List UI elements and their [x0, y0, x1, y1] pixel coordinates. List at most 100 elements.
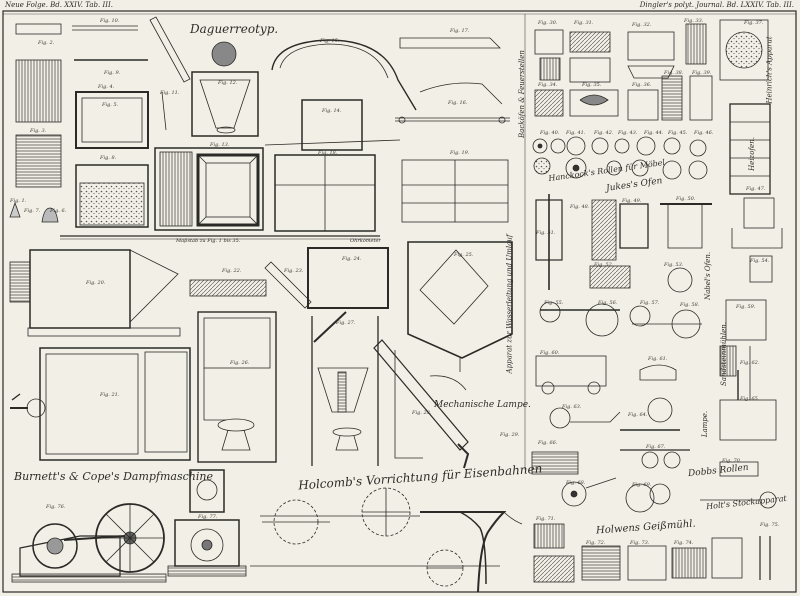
figure-label: Fig. 31.	[574, 20, 594, 26]
figure-label: Fig. 25.	[454, 252, 474, 258]
figure-label: Fig. 71.	[536, 516, 556, 522]
figure-label: Fig. 19.	[450, 150, 470, 156]
figure-label: Fig. 12.	[218, 80, 238, 86]
figure-label: Fig. 10.	[100, 18, 120, 24]
railway-figures	[250, 487, 523, 593]
figure-label: Fig. 9.	[104, 70, 121, 76]
figure-label: Fig. 13.	[210, 142, 230, 148]
figure-label: Fig. 43.	[618, 130, 638, 136]
caption-apparat-wand: Apparat zur Wasserleitung und Umlauf	[505, 234, 514, 374]
figure-label: Fig. 63.	[562, 404, 582, 410]
figure-label: Fig. 69.	[632, 482, 652, 488]
figure-label: Fig. 16.	[448, 100, 468, 106]
figure-label: Fig. 67.	[646, 444, 666, 450]
figure-label: Fig. 21.	[100, 392, 120, 398]
figure-label: Fig. 56.	[598, 300, 618, 306]
figure-label: Fig. 26.	[230, 360, 250, 366]
daguerreotype-figures	[9, 16, 380, 240]
figure-label: Fig. 49.	[622, 198, 642, 204]
figure-label: Fig. 59.	[736, 304, 756, 310]
figure-label: Fig. 46.	[694, 130, 714, 136]
figure-label: Fig. 41.	[566, 130, 586, 136]
caption-muhlen: Sandsteinmühlen.	[720, 321, 729, 387]
figure-label: Fig. 53.	[664, 262, 684, 268]
figure-label: Fig. 39.	[692, 70, 712, 76]
figure-label: Fig. 42.	[594, 130, 614, 136]
caption-daguerreotyp: Daguerreotyp.	[190, 22, 279, 36]
figure-label: Fig. 72.	[586, 540, 606, 546]
figure-label: Fig. 2.	[38, 40, 55, 46]
carriage-figures	[264, 37, 510, 232]
figure-label: Fig. 75.	[760, 522, 780, 528]
figure-label: Fig. 47.	[746, 186, 766, 192]
figure-label: Fig. 22.	[222, 268, 242, 274]
figure-label: Fig. 77.	[198, 514, 218, 520]
figure-label: Fig. 5.	[102, 102, 119, 108]
figure-label: Fig. 15.	[320, 38, 340, 44]
figure-label: Fig. 37.	[744, 20, 764, 26]
figure-label: Fig. 58.	[680, 302, 700, 308]
figure-label: Fig. 62.	[740, 360, 760, 366]
caption-nabel: Nabel's Ofen.	[704, 251, 713, 301]
figure-label: Fig. 33.	[684, 18, 704, 24]
steam-engine-figures	[11, 469, 247, 583]
figure-label: Fig. 40.	[540, 130, 560, 136]
figure-label: Fig. 7.	[24, 208, 41, 214]
figure-label: Fig. 64.	[628, 412, 648, 418]
figure-label: Fig. 27.	[336, 320, 356, 326]
figure-label: Fig. 57.	[640, 300, 660, 306]
figure-label: Fig. 35.	[582, 82, 602, 88]
plate-header-right: Dingler's polyt. Journal. Bd. LXXIV. Tab…	[639, 1, 794, 9]
figure-label: Fig. 68.	[566, 480, 586, 486]
caption-lampe-wand: Lampe.	[701, 410, 710, 438]
figure-label: Fig. 34.	[538, 82, 558, 88]
figure-label: Fig. 24.	[342, 256, 362, 262]
figure-label: Fig. 11.	[160, 90, 180, 96]
figure-label: Fig. 52.	[594, 262, 614, 268]
figure-label: Fig. 45.	[668, 130, 688, 136]
caption-backofen: Backöfen & Feuerstellen	[517, 50, 526, 138]
caption-mechanische-lampe: Mechanische Lampe.	[434, 400, 531, 410]
figure-label: Fig. 65.	[740, 396, 760, 402]
caption-heinrich: Heinrich's Apparat	[765, 36, 774, 104]
figure-label: Fig. 17.	[450, 28, 470, 34]
caption-burnetts: Burnett's & Cope's Dampfmaschine	[14, 470, 213, 483]
figure-label: Fig. 32.	[632, 22, 652, 28]
figure-label: Fig. 4.	[98, 84, 115, 90]
figure-label: Fig. 30.	[538, 20, 558, 26]
hopper-figures	[9, 241, 513, 469]
figure-label: Fig. 48.	[570, 204, 590, 210]
figure-label: Fig. 1.	[10, 198, 27, 204]
figure-label: Fig. 8.	[100, 155, 117, 161]
figure-label: Fig. 70.	[722, 458, 742, 464]
figure-label: Fig. 36.	[632, 82, 652, 88]
figure-label: Fig. 20.	[86, 280, 106, 286]
figure-label: Fig. 3.	[30, 128, 47, 134]
figure-label: Fig. 38.	[664, 70, 684, 76]
figure-label: Fig. 66.	[538, 440, 558, 446]
figure-label: Fig. 61.	[648, 356, 668, 362]
figure-label: Fig. 76.	[46, 504, 66, 510]
figure-label: Fig. 44.	[644, 130, 664, 136]
plate-header-left: Neue Folge. Bd. XXIV. Tab. III.	[5, 1, 113, 9]
figure-label: Fig. 23.	[284, 268, 304, 274]
caption-massstab: Maßstab zu Fig. 1 bis 35.	[176, 238, 241, 244]
caption-heizofen: Heizofen.	[747, 137, 756, 171]
figure-label: Fig. 50.	[676, 196, 696, 202]
figure-label: Fig. 6.	[50, 208, 67, 214]
furnace-figures	[524, 14, 783, 583]
figure-label: Fig. 51.	[536, 230, 556, 236]
figure-label: Fig. 14.	[322, 108, 342, 114]
figure-label: Fig. 55.	[544, 300, 564, 306]
figure-label: Fig. 18.	[318, 150, 338, 156]
figure-label: Fig. 74.	[674, 540, 694, 546]
figure-label: Fig. 28.	[412, 410, 432, 416]
plate-border	[2, 10, 797, 593]
figure-label: Fig. 54.	[750, 258, 770, 264]
figure-label: Fig. 73.	[630, 540, 650, 546]
caption-ohrkometer: Ohrkometer	[350, 238, 381, 244]
figure-label: Fig. 60.	[540, 350, 560, 356]
figure-label: Fig. 29.	[500, 432, 520, 438]
